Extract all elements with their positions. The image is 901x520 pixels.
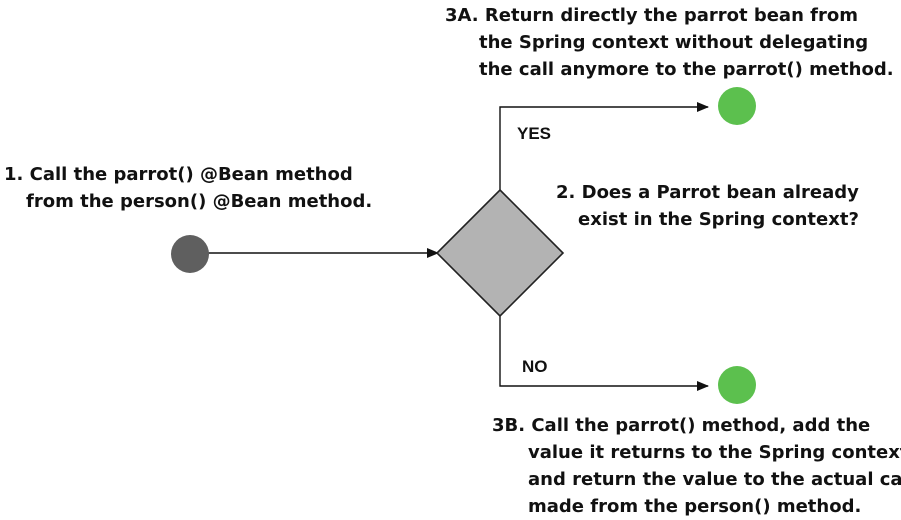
step3a-return-bean-label: 3A. Return directly the parrot bean from… — [445, 2, 894, 83]
yes-branch-connector — [499, 102, 709, 190]
step1-line-1: 1. Call the parrot() @Bean method — [4, 164, 353, 185]
step3b-line-2: value it returns to the Spring context, — [528, 442, 901, 463]
step3b-line-3: and return the value to the actual call — [528, 469, 901, 490]
step3a-line-2: the Spring context without delegating — [479, 32, 869, 53]
step1-call-parrot-label: 1. Call the parrot() @Bean method from t… — [4, 161, 372, 215]
step3a-line-3: the call anymore to the parrot() method. — [479, 59, 894, 80]
step3b-line-1: 3B. Call the parrot() method, add the — [492, 415, 871, 436]
step3a-line-1: 3A. Return directly the parrot bean from — [445, 5, 858, 26]
step3b-line-4: made from the person() method. — [528, 496, 862, 517]
step2-decision-question-label: 2. Does a Parrot bean already exist in t… — [556, 179, 859, 233]
step2-line-2: exist in the Spring context? — [578, 209, 859, 230]
decision-diamond — [435, 188, 565, 318]
no-end-node — [718, 366, 756, 404]
step2-line-1: 2. Does a Parrot bean already — [556, 182, 859, 203]
yes-branch-label: YES — [517, 124, 552, 143]
no-branch-connector — [499, 316, 709, 391]
no-branch-label: NO — [522, 357, 548, 376]
step1-line-2: from the person() @Bean method. — [26, 191, 373, 212]
yes-end-node — [718, 87, 756, 125]
step3b-call-method-label: 3B. Call the parrot() method, add the va… — [492, 412, 901, 520]
start-node — [171, 235, 209, 273]
